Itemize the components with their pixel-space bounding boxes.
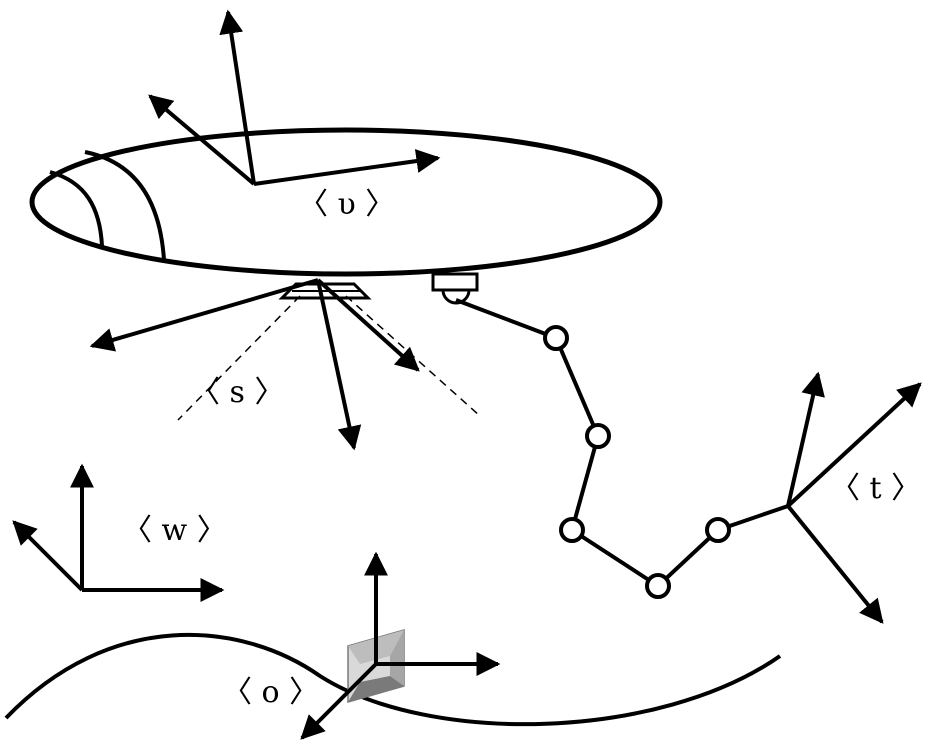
- manipulator-base: [431, 272, 479, 305]
- manipulator-arm: [455, 298, 789, 599]
- frame-t-axes: [786, 371, 922, 624]
- joint-3: [559, 517, 585, 543]
- joint-2: [585, 423, 611, 449]
- frame-t-label: 〈 t 〉: [830, 471, 921, 506]
- frame-w-label: 〈 w 〉: [122, 513, 227, 548]
- frame-o-label: 〈 o 〉: [222, 675, 319, 710]
- frame-w-axes: [12, 463, 225, 602]
- joint-1: [543, 325, 569, 351]
- frame-v-label: 〈 υ 〉: [298, 187, 395, 222]
- frame-v-axes: [148, 9, 441, 186]
- frame-o-axes: [300, 551, 501, 740]
- joint-5: [705, 517, 731, 543]
- joint-4: [645, 573, 671, 599]
- spacecraft-body: [29, 127, 663, 277]
- orbit-curve: [4, 632, 782, 727]
- frame-s-axes: [89, 278, 420, 451]
- frame-s-label: 〈 s 〉: [190, 375, 284, 410]
